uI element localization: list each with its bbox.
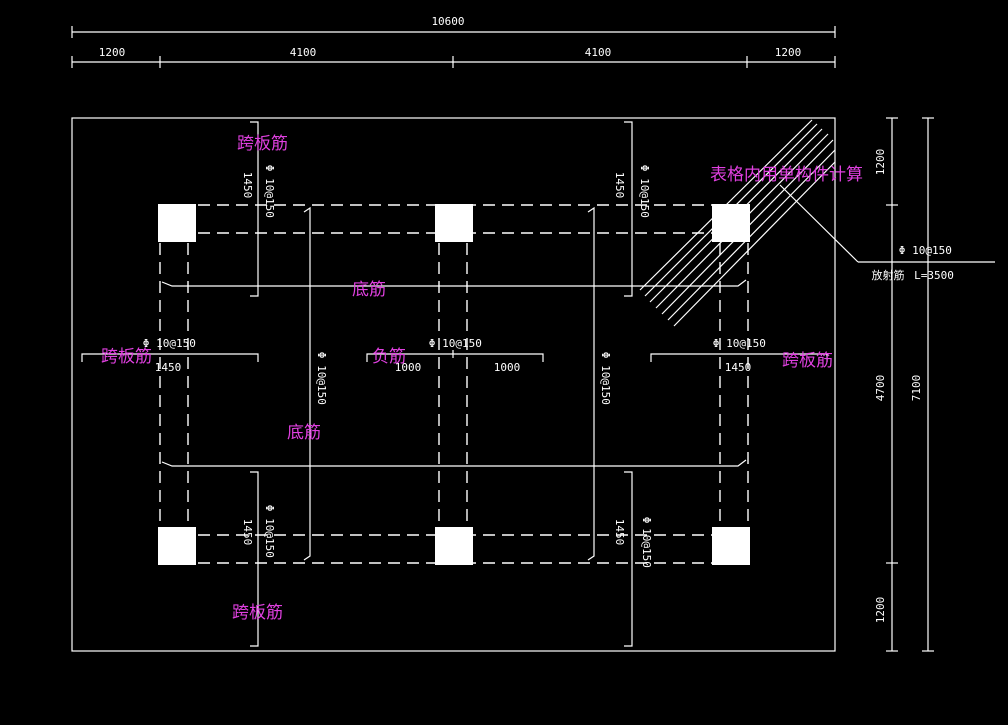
dim-right-seg-1: 1200 bbox=[874, 149, 887, 176]
annotations: 跨板筋 跨板筋 跨板筋 跨板筋 底筋 底筋 负筋 表格内用单构件计算 bbox=[101, 134, 863, 623]
annotation-span-bar-bottom: 跨板筋 bbox=[232, 603, 283, 623]
rebar-bottom-through-horizontal bbox=[161, 279, 747, 467]
top-dimension-chain: 10600 1200 4100 4100 1200 bbox=[71, 15, 836, 68]
phi-icon: Φ bbox=[315, 352, 328, 359]
corner-radial-bars: Φ 10@150 放射筋 L=3500 bbox=[639, 119, 995, 327]
rebar-spec: 10@150 bbox=[315, 365, 328, 405]
rebar-spec: 10@150 bbox=[640, 528, 653, 568]
annotation-bottom-bar-1: 底筋 bbox=[352, 280, 386, 300]
dim-top-seg-3: 4100 bbox=[585, 46, 612, 59]
corner-callout-prefix: 放射筋 bbox=[872, 268, 905, 282]
annotation-span-bar-left: 跨板筋 bbox=[101, 347, 152, 367]
rebar-spec: 10@150 bbox=[726, 337, 766, 350]
slab-outline bbox=[71, 117, 836, 652]
rebar-len: 1450 bbox=[613, 519, 626, 546]
annotation-span-bar-right: 跨板筋 bbox=[782, 351, 833, 371]
phi-icon: Φ bbox=[640, 517, 653, 524]
phi-icon: Φ bbox=[263, 505, 276, 512]
corner-callout-length: L=3500 bbox=[914, 269, 954, 282]
rebar-spec: 10@150 bbox=[442, 337, 482, 350]
rebar-spec: 10@150 bbox=[599, 365, 612, 405]
phi-icon: Φ bbox=[429, 337, 436, 350]
dim-top-seg-1: 1200 bbox=[99, 46, 126, 59]
rebar-len: 1000 bbox=[494, 361, 521, 374]
annotation-span-bar-top: 跨板筋 bbox=[237, 134, 288, 154]
dim-top-total: 10600 bbox=[431, 15, 464, 28]
rebar-top-left-vertical: 1450 Φ 10@150 bbox=[241, 121, 276, 297]
columns bbox=[158, 204, 750, 565]
rebar-spec: 10@150 bbox=[263, 518, 276, 558]
rebar-bottom-left-vertical: 1450 Φ 10@150 bbox=[241, 471, 276, 647]
annotation-bottom-bar-2: 底筋 bbox=[287, 423, 321, 443]
rebar-top-right-vertical: 1450 Φ 10@150 bbox=[613, 121, 651, 297]
rebar-len: 1450 bbox=[725, 361, 752, 374]
rebar-spec: 10@150 bbox=[638, 178, 651, 218]
rebar-len: 1000 bbox=[395, 361, 422, 374]
annotation-table-note: 表格内用单构件计算 bbox=[710, 165, 863, 185]
dashed-beams bbox=[159, 204, 749, 564]
dim-right-total: 7100 bbox=[910, 375, 923, 402]
dim-top-seg-2: 4100 bbox=[290, 46, 317, 59]
phi-icon: Φ bbox=[638, 165, 651, 172]
rebar-bottom-through-vertical-left: Φ 10@150 bbox=[303, 206, 328, 561]
rebar-spec: 10@150 bbox=[263, 178, 276, 218]
rebar-len: 1450 bbox=[241, 519, 254, 546]
rebar-spec: 10@150 bbox=[156, 337, 196, 350]
corner-callout-spec: 10@150 bbox=[912, 244, 952, 257]
column bbox=[158, 204, 196, 242]
rebar-len: 1450 bbox=[155, 361, 182, 374]
dim-top-seg-4: 1200 bbox=[775, 46, 802, 59]
annotation-negative-bar: 负筋 bbox=[372, 347, 406, 367]
rebar-bottom-right-vertical: 1450 Φ 10@150 bbox=[613, 471, 653, 647]
rebar-len: 1450 bbox=[241, 172, 254, 199]
phi-icon: Φ bbox=[713, 337, 720, 350]
column bbox=[712, 527, 750, 565]
rebar-right-horizontal: Φ 10@150 1450 bbox=[650, 337, 828, 374]
phi-icon: Φ bbox=[599, 352, 612, 359]
phi-icon: Φ bbox=[263, 165, 276, 172]
phi-icon: Φ bbox=[899, 244, 906, 257]
rebar-len: 1450 bbox=[613, 172, 626, 199]
dim-right-seg-2: 4700 bbox=[874, 375, 887, 402]
column bbox=[435, 204, 473, 242]
phi-icon: Φ bbox=[143, 337, 150, 350]
rebar-mid-horizontal: Φ 10@150 1000 1000 bbox=[366, 337, 544, 374]
column bbox=[158, 527, 196, 565]
rebar-left-horizontal: Φ 10@150 1450 bbox=[81, 337, 259, 374]
rebar-bottom-through-vertical-right: Φ 10@150 bbox=[587, 206, 612, 561]
right-dimension-chain: 1200 4700 1200 7100 bbox=[874, 117, 934, 652]
dim-right-seg-3: 1200 bbox=[874, 597, 887, 624]
column bbox=[435, 527, 473, 565]
